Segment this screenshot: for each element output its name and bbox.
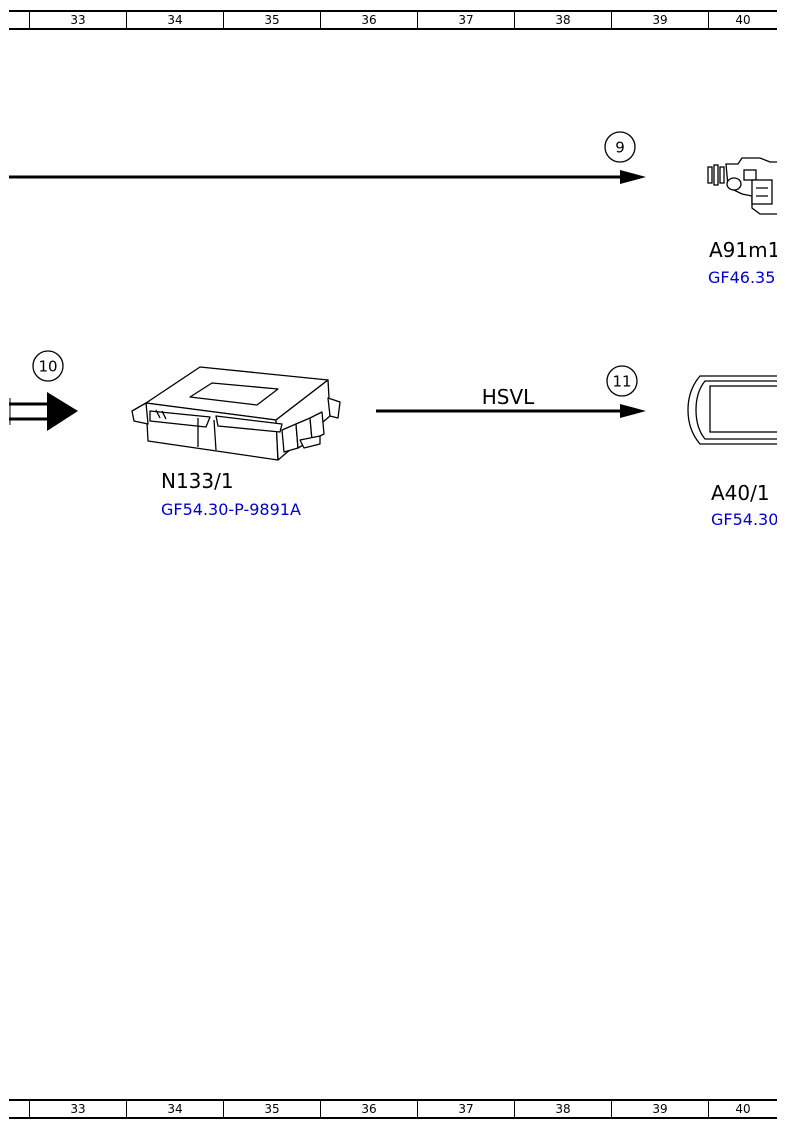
ruler-cell: 35 bbox=[223, 1101, 320, 1117]
n133-1-name: N133/1 bbox=[161, 469, 234, 493]
a40-1-display-drawing bbox=[687, 375, 777, 445]
top-column-ruler: 33 34 35 36 37 38 39 40 bbox=[9, 10, 777, 30]
ruler-cell: 38 bbox=[514, 1101, 611, 1117]
ruler-cell: 35 bbox=[223, 12, 320, 28]
hsvl-bus-arrow bbox=[376, 404, 646, 418]
ruler-cell: 40 bbox=[708, 1101, 777, 1117]
a91m1-actuator-drawing bbox=[707, 157, 777, 215]
n133-1-reference-link[interactable]: GF54.30-P-9891A bbox=[161, 500, 301, 519]
signal-arrow-9 bbox=[9, 170, 646, 184]
double-input-arrow bbox=[9, 392, 78, 431]
ruler-cell: 33 bbox=[29, 12, 126, 28]
ruler-cell: 34 bbox=[126, 1101, 223, 1117]
ruler-cell: 37 bbox=[417, 12, 514, 28]
a40-1-reference-link[interactable]: GF54.30 bbox=[711, 510, 778, 529]
ruler-cell: 40 bbox=[708, 12, 777, 28]
a91m1-reference-link[interactable]: GF46.35 bbox=[708, 268, 775, 287]
hsvl-bus-label: HSVL bbox=[482, 385, 535, 409]
ruler-cell: 36 bbox=[320, 12, 417, 28]
marker-9: 9 bbox=[604, 131, 636, 163]
bottom-column-ruler: 33 34 35 36 37 38 39 40 bbox=[9, 1099, 777, 1119]
marker-11: 11 bbox=[606, 365, 638, 397]
marker-10-label: 10 bbox=[38, 358, 57, 376]
ruler-cell: 34 bbox=[126, 12, 223, 28]
ruler-cell-blank bbox=[9, 1101, 29, 1117]
marker-10: 10 bbox=[32, 350, 64, 382]
ruler-cell: 33 bbox=[29, 1101, 126, 1117]
ruler-cell: 39 bbox=[611, 12, 708, 28]
ruler-cell: 38 bbox=[514, 12, 611, 28]
ruler-cell: 36 bbox=[320, 1101, 417, 1117]
ruler-cell: 37 bbox=[417, 1101, 514, 1117]
n133-1-control-unit-drawing bbox=[131, 366, 341, 461]
ruler-cell: 39 bbox=[611, 1101, 708, 1117]
marker-11-label: 11 bbox=[612, 373, 631, 391]
a91m1-name: A91m1 bbox=[709, 238, 780, 262]
marker-9-label: 9 bbox=[615, 139, 625, 157]
a40-1-name: A40/1 bbox=[711, 481, 770, 505]
